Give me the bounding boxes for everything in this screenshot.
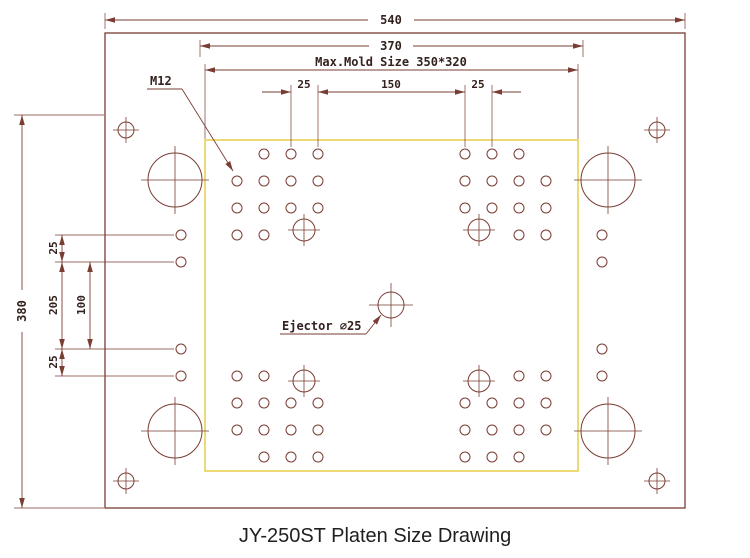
- tie-bar-hole: [574, 397, 642, 465]
- corner-hole: [644, 468, 670, 494]
- tie-bar-hole: [141, 397, 209, 465]
- platen-outline: [104, 32, 686, 509]
- ejector-hole: [369, 283, 413, 327]
- ejector-label: Ejector ∅25: [282, 319, 361, 333]
- dim-370-label: 370: [380, 39, 402, 53]
- dim-inner-width: 370: [199, 39, 584, 57]
- dim-max-mold-size: Max.Mold Size 350*320: [204, 55, 579, 139]
- m12-label: M12: [150, 74, 172, 88]
- dim-25-right-label: 25: [471, 78, 484, 91]
- dim-100-label: 100: [75, 295, 88, 315]
- dim-150-label: 150: [381, 78, 401, 91]
- dim-mold-size-label: Max.Mold Size 350*320: [315, 55, 467, 69]
- dim-25-left-label: 25: [297, 78, 310, 91]
- drawing-title: JY-250ST Platen Size Drawing: [239, 525, 511, 547]
- tie-bar-hole: [574, 146, 642, 214]
- dim-25-bottom-label: 25: [47, 355, 60, 368]
- dim-overall-width: 540: [104, 13, 686, 29]
- dim-380-label: 380: [15, 300, 29, 322]
- bolt-hole-cluster-bottom-left: [231, 364, 324, 463]
- corner-hole: [644, 117, 670, 143]
- callout-ejector: Ejector ∅25: [280, 314, 382, 335]
- corner-hole: [113, 468, 139, 494]
- dim-side-chain: 25 205 25 100: [47, 234, 174, 377]
- mold-area-rect: [204, 139, 579, 472]
- bolt-hole-cluster-top-left: [231, 148, 324, 247]
- side-holes-right: [596, 229, 608, 382]
- dim-205-label: 205: [47, 295, 60, 315]
- dim-bolt-pitch-top: 25 150 25: [262, 78, 521, 147]
- corner-hole: [113, 117, 139, 143]
- side-holes-left: [175, 229, 187, 382]
- tie-bar-hole: [141, 146, 209, 214]
- bolt-hole-cluster-bottom-right: [459, 364, 552, 463]
- bolt-hole-cluster-top-right: [459, 148, 552, 247]
- dim-overall-height: 380: [14, 114, 104, 509]
- dim-540-label: 540: [380, 13, 402, 27]
- callout-m12: M12: [147, 74, 234, 172]
- dim-25-top-label: 25: [47, 241, 60, 254]
